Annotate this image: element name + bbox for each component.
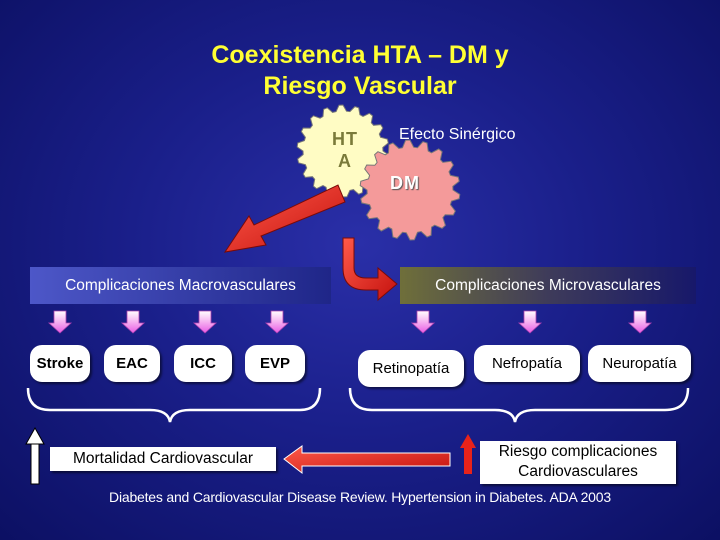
down-arrow-icon [627,310,653,334]
down-arrow-icon [517,310,543,334]
left-brace-icon [26,387,322,423]
down-arrow-icon [410,310,436,334]
item-evp: EVP [245,345,305,382]
left-curved-arrow-icon [223,184,346,253]
dm-gear-label: DM [390,173,420,193]
cardiovascular-risk-box: Riesgo complicaciones Cardiovasculares [480,441,676,484]
hta-gear-label: HT A [330,128,360,172]
item-nefropatia: Nefropatía [474,345,580,382]
down-arrow-icon [192,310,218,334]
risk-line-1: Riesgo complicaciones [498,443,658,460]
synergy-label: Efecto Sinérgico [399,126,516,143]
citation-footer: Diabetes and Cardiovascular Disease Revi… [109,489,611,505]
down-arrow-icon [264,310,290,334]
slide-title: Coexistencia HTA – DM y Riesgo Vascular [0,40,720,102]
item-retinopatia: Retinopatía [358,350,464,387]
gear-shape [359,139,461,241]
cardiovascular-mortality-box: Mortalidad Cardiovascular [50,447,276,471]
dm-gear-icon [359,139,461,241]
left-arrow-icon [283,445,451,475]
item-stroke: Stroke [30,345,90,382]
item-icc: ICC [174,345,232,382]
item-neuropatia: Neuropatía [588,345,691,382]
down-arrow-icon [47,310,73,334]
macrovascular-header: Complicaciones Macrovasculares [30,267,331,304]
hta-label-line-1: HT [332,129,358,149]
right-brace-icon [348,387,690,423]
right-curved-arrow-icon [342,237,398,302]
item-eac: EAC [104,345,160,382]
title-line-1: Coexistencia HTA – DM y [211,41,509,69]
red-up-arrow-icon [460,434,476,474]
down-arrow-icon [120,310,146,334]
title-line-2: Riesgo Vascular [263,72,457,100]
microvascular-header: Complicaciones Microvasculares [400,267,696,304]
risk-line-2: Cardiovasculares [518,463,638,480]
up-arrow-icon [25,426,45,485]
hta-label-line-2: A [338,151,352,171]
